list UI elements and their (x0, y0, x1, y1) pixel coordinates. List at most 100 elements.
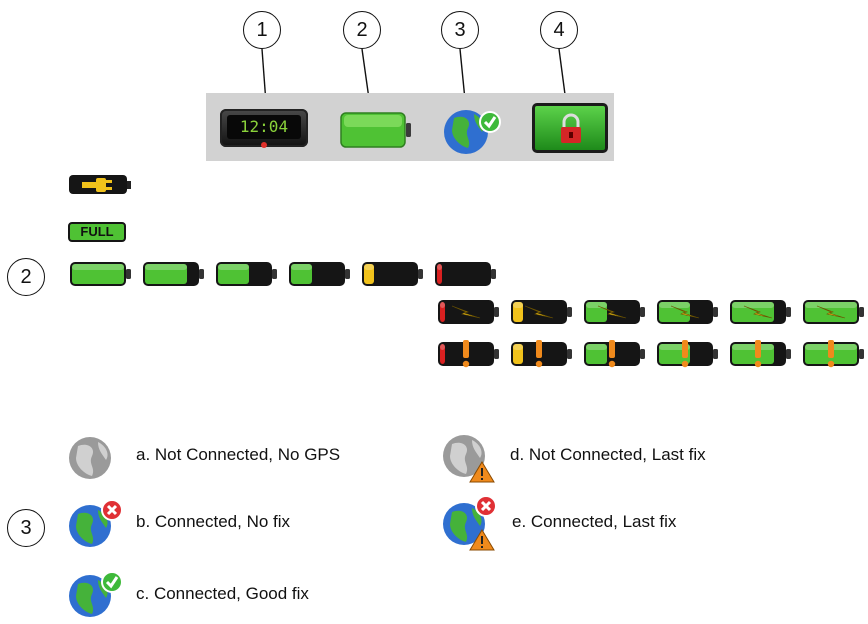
battery-gloss (586, 302, 607, 308)
charging-battery-0 (438, 300, 499, 324)
gps-legend-b: b. Connected, No fix (136, 512, 291, 531)
level-battery-3 (289, 262, 350, 286)
globe-gray-icon (69, 437, 111, 479)
clock-time: 12:04 (227, 115, 301, 139)
charging-battery-2 (584, 300, 645, 324)
warning-battery-1 (511, 340, 572, 368)
battery-terminal (640, 349, 645, 359)
battery-terminal (859, 349, 864, 359)
battery-terminal (272, 269, 277, 279)
level-battery-2 (216, 262, 277, 286)
clock-widget: 12:04 (220, 109, 308, 148)
charging-battery-1 (511, 300, 572, 324)
lock-icon (561, 113, 581, 143)
callout-3: 3 (441, 11, 479, 49)
callout-1: 1 (243, 11, 281, 49)
level-battery-0 (70, 262, 131, 286)
battery-gloss (513, 344, 523, 350)
battery-gloss (72, 264, 124, 270)
level-battery-5 (435, 262, 496, 286)
warning-dot (681, 360, 689, 368)
battery-gloss (732, 344, 774, 350)
battery-gloss (145, 264, 187, 270)
gps-legend-a: a. Not Connected, No GPS (136, 445, 341, 464)
battery-levels-diagram (70, 262, 864, 368)
globe-connected-last-fix-icon (443, 495, 497, 551)
battery-terminal (713, 349, 718, 359)
battery-terminal (494, 349, 499, 359)
battery-terminal (567, 349, 572, 359)
battery-gloss (513, 302, 523, 308)
warning-mark (755, 340, 761, 358)
battery-fill (145, 264, 187, 284)
battery-fill (437, 264, 442, 284)
warning-battery-5 (803, 340, 864, 368)
clock-led (261, 142, 267, 148)
lightning-bolt (451, 305, 481, 319)
warning-dot (827, 360, 835, 368)
warning-mark (609, 340, 615, 358)
callout-side-2: 2 (7, 258, 45, 296)
warning-battery-2 (584, 340, 645, 368)
lightning-bolt (816, 305, 846, 319)
battery-gloss (364, 264, 374, 270)
battery-body (435, 262, 491, 286)
warning-mark (682, 340, 688, 358)
battery-terminal (418, 269, 423, 279)
battery-fill (659, 302, 690, 322)
globe-good-fix-icon (69, 571, 123, 617)
battery-fill (586, 344, 607, 364)
battery-gloss (659, 302, 690, 308)
lightning-bolt (524, 305, 554, 319)
battery-gloss (440, 302, 445, 308)
battery-fill (440, 344, 445, 364)
battery-fill (513, 344, 523, 364)
battery-terminal (345, 269, 350, 279)
plugged-in-battery-icon (69, 175, 131, 194)
warning-dot (535, 360, 543, 368)
battery-full-label: FULL (80, 224, 114, 239)
gps-status-icon (444, 110, 501, 154)
battery-terminal (786, 307, 791, 317)
battery-fill (291, 264, 312, 284)
battery-fill (732, 344, 774, 364)
warning-battery-0 (438, 340, 499, 368)
battery-gloss (437, 264, 442, 270)
lightning-bolt (743, 305, 773, 319)
level-battery-4 (362, 262, 423, 286)
charging-battery-4 (730, 300, 791, 324)
warning-mark (828, 340, 834, 358)
battery-icon (340, 112, 411, 148)
battery-fill (586, 302, 607, 322)
warning-mark (536, 340, 542, 358)
callout-side-3: 3 (7, 509, 45, 547)
battery-terminal (494, 307, 499, 317)
warning-dot (754, 360, 762, 368)
lightning-bolt (597, 305, 627, 319)
globe-gray-last-fix-icon (443, 435, 495, 483)
battery-full-icon: FULL (68, 222, 126, 242)
gps-legend-d: d. Not Connected, Last fix (510, 445, 706, 464)
battery-gloss (218, 264, 249, 270)
battery-fill (364, 264, 374, 284)
battery-body (362, 262, 418, 286)
battery-terminal (199, 269, 204, 279)
warning-battery-3 (657, 340, 718, 368)
battery-terminal (491, 269, 496, 279)
warning-dot (462, 360, 470, 368)
battery-gloss (440, 344, 445, 350)
lock-button[interactable] (532, 103, 608, 153)
callout-2: 2 (343, 11, 381, 49)
globe-no-fix-icon (69, 499, 123, 547)
level-battery-1 (143, 262, 204, 286)
battery-terminal (859, 307, 864, 317)
gps-legend-e: e. Connected, Last fix (512, 512, 677, 531)
warning-mark (463, 340, 469, 358)
battery-fill (732, 302, 774, 322)
battery-terminal (713, 307, 718, 317)
battery-terminal (567, 307, 572, 317)
charging-battery-5 (803, 300, 864, 324)
battery-fill (440, 302, 445, 322)
battery-terminal (786, 349, 791, 359)
battery-terminal (640, 307, 645, 317)
